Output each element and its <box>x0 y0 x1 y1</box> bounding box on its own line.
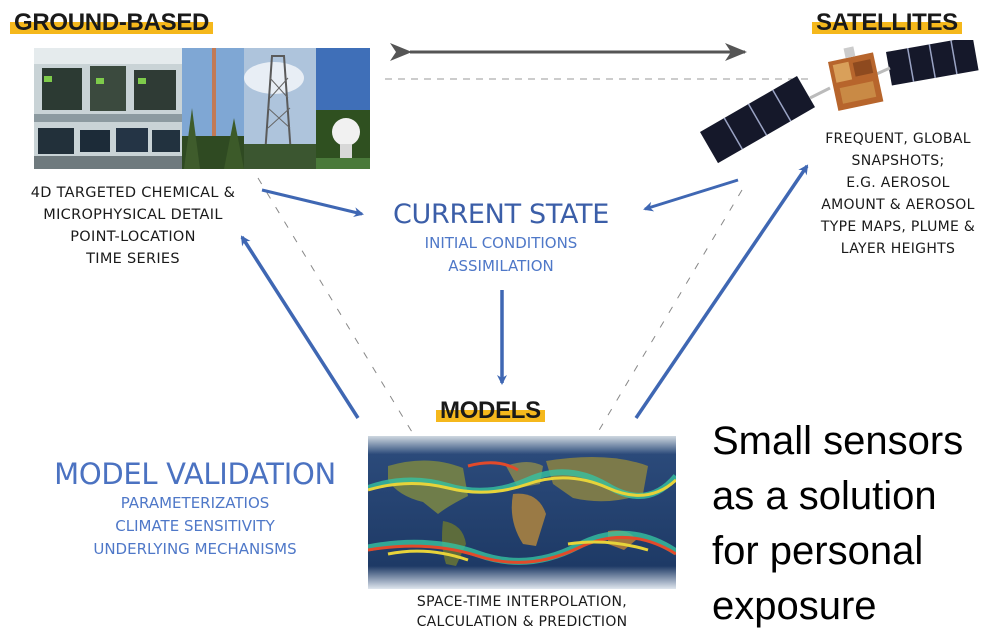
ground-line: POINT-LOCATION <box>70 229 196 245</box>
small-sensors-text: Small sensors as a solution for personal… <box>712 414 997 634</box>
ground-line: 4D TARGETED CHEMICAL & <box>30 185 236 201</box>
models-line: CALCULATION & PREDICTION <box>416 614 628 630</box>
ground-photo-collage <box>34 48 370 169</box>
arrow-ground-to-state <box>261 188 364 217</box>
ground-station-photos <box>34 48 370 169</box>
models-line: SPACE-TIME INTERPOLATION, <box>416 594 628 610</box>
model-world-map <box>368 436 676 589</box>
small-sensors-line: Small sensors <box>712 419 964 463</box>
satellite-icon <box>700 40 979 164</box>
satellites-title: SATELLITES <box>812 10 962 36</box>
arrow-models-to-ground <box>240 235 360 419</box>
satellites-line: E.G. AEROSOL <box>846 175 950 191</box>
current-state-title: CURRENT STATE <box>392 199 610 230</box>
small-sensors-line: for personal <box>712 529 924 573</box>
small-sensors-line: exposure <box>712 584 877 628</box>
model-validation-block: MODEL VALIDATION PARAMETERIZATIOS CLIMAT… <box>28 456 362 561</box>
satellites-line: SNAPSHOTS; <box>851 153 945 169</box>
model-validation-line: PARAMETERIZATIOS <box>120 494 270 512</box>
model-validation-line: CLIMATE SENSITIVITY <box>115 517 275 535</box>
dashed-line-right <box>597 189 743 433</box>
satellites-title-text: SATELLITES <box>816 9 958 36</box>
arrow-satellite-to-state <box>643 178 739 212</box>
models-description: SPACE-TIME INTERPOLATION, CALCULATION & … <box>372 592 672 632</box>
satellites-description: FREQUENT, GLOBAL SNAPSHOTS; E.G. AEROSOL… <box>798 128 998 260</box>
models-title-text: MODELS <box>440 397 541 424</box>
current-state-line: INITIAL CONDITIONS <box>424 234 578 252</box>
current-state-block: CURRENT STATE INITIAL CONDITIONS ASSIMIL… <box>360 198 642 278</box>
satellites-line: TYPE MAPS, PLUME & <box>820 219 976 235</box>
satellites-line: FREQUENT, GLOBAL <box>825 131 971 147</box>
models-title: MODELS <box>436 398 545 424</box>
small-sensors-line: as a solution <box>712 474 937 518</box>
ground-line: TIME SERIES <box>86 251 180 267</box>
satellites-line: LAYER HEIGHTS <box>840 241 956 257</box>
model-validation-title: MODEL VALIDATION <box>54 457 336 491</box>
current-state-line: ASSIMILATION <box>448 257 554 275</box>
ground-description: 4D TARGETED CHEMICAL & MICROPHYSICAL DET… <box>2 182 264 270</box>
arrow-models-to-satellite <box>634 164 809 419</box>
model-output-map <box>368 436 676 589</box>
ground-based-title-text: GROUND-BASED <box>14 9 210 36</box>
ground-line: MICROPHYSICAL DETAIL <box>43 207 223 223</box>
satellites-line: AMOUNT & AEROSOL <box>821 197 975 213</box>
model-validation-line: UNDERLYING MECHANISMS <box>93 540 297 558</box>
ground-based-title: GROUND-BASED <box>10 9 214 36</box>
